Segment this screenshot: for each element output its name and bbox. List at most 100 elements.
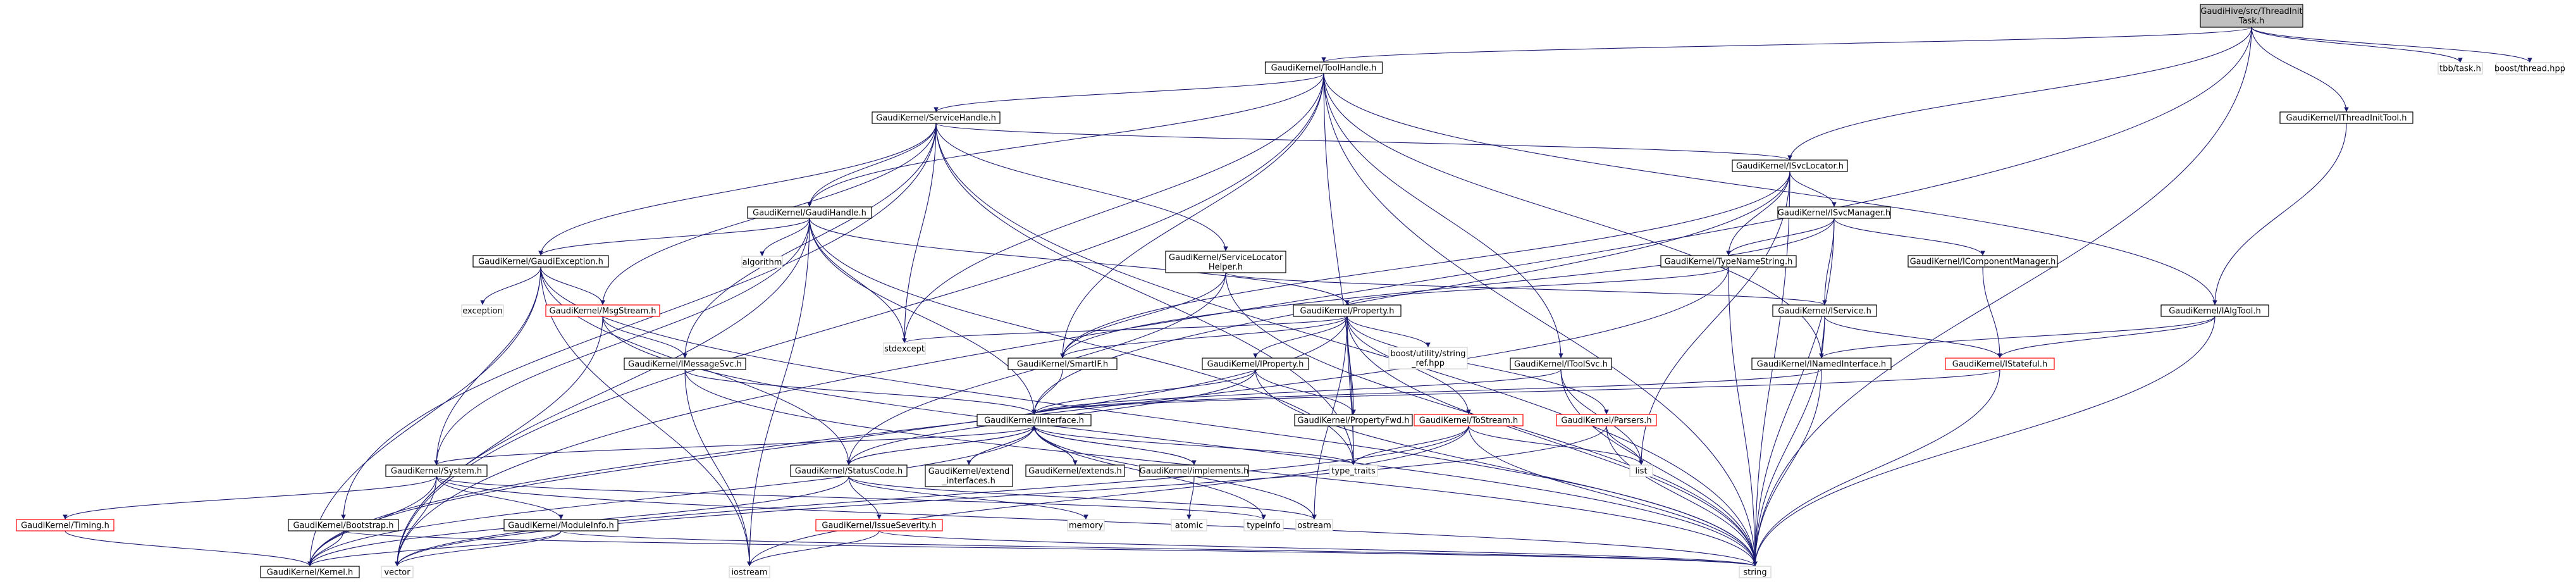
edge-ialgtool-to-string [1753,316,2215,567]
edge-iservice-to-istateful [1824,316,2002,359]
edge-parsers-to-list [1606,425,1644,466]
node-label-ialgtool: GaudiKernel/IAlgTool.h [2169,307,2261,316]
edge-tostream-to-vector [395,425,1469,567]
edge-inamedinterface-to-string [1753,369,1822,567]
edge-timing-to-kernel [65,530,312,567]
edge-isvcmanager-to-icomponentmanager [1833,218,1985,256]
node-inamedinterface[interactable]: GaudiKernel/INamedInterface.h [1751,357,1892,370]
node-label-extendinterfaces: _interfaces.h [942,476,995,486]
node-istateful[interactable]: GaudiKernel/IStateful.h [1945,357,2055,370]
edge-toolhandle-to-stdexcept [902,73,1324,344]
edge-iservice-to-string [1753,316,1825,567]
node-list: list [1629,464,1653,477]
node-property[interactable]: GaudiKernel/Property.h [1293,304,1402,317]
node-box-inamedinterface [1751,357,1892,370]
node-icomponentmanager[interactable]: GaudiKernel/IComponentManager.h [1907,255,2058,268]
edge-toolhandle-to-servicehandle [934,73,1324,113]
node-statuscode[interactable]: GaudiKernel/StatusCode.h [790,464,908,477]
node-extendinterfaces[interactable]: GaudiKernel/extend_interfaces.h [925,464,1013,487]
edge-implements-to-atomic [1186,476,1195,520]
node-toolhandle[interactable]: GaudiKernel/ToolHandle.h [1264,61,1383,74]
node-typeinfo: typeinfo [1243,519,1284,531]
node-box-bootstrap [288,519,399,531]
node-label-iostream: iostream [731,568,767,578]
node-box-vector [381,566,414,578]
node-label-list: list [1635,467,1647,476]
edge-issueseverity-to-iostream [747,530,880,567]
edge-istateful-to-string [1753,369,2000,567]
node-iservice[interactable]: GaudiKernel/IService.h [1772,304,1877,317]
node-box-system [385,464,488,477]
node-box-itypenamestring [1660,255,1797,268]
node-box-imessagesvc [624,357,746,370]
edge-tostream-to-string [1468,425,1758,567]
node-label-servicehandle: GaudiKernel/ServiceHandle.h [876,114,996,123]
node-label-itoolsvc: GaudiKernel/IToolSvc.h [1514,360,1608,370]
node-label-smartif: GaudiKernel/SmartIF.h [1017,360,1108,370]
node-gaudiexception[interactable]: GaudiKernel/GaudiException.h [472,255,609,268]
node-box-moduleinfo [503,519,619,531]
edge-root-to-vector [395,27,2252,567]
node-box-memory [1067,519,1105,531]
node-timing[interactable]: GaudiKernel/Timing.h [16,519,114,531]
node-propertyfwd[interactable]: GaudiKernel/PropertyFwd.h [1294,414,1413,426]
node-smartif[interactable]: GaudiKernel/SmartIF.h [1008,357,1118,370]
node-exception: exception [461,304,504,317]
node-label-tbbtask: tbb/task.h [2439,65,2481,74]
edge-root-to-toolhandle [1321,27,2252,63]
node-box-root [2200,4,2303,28]
node-implements[interactable]: GaudiKernel/implements.h [1139,464,1249,477]
node-label-extends: GaudiKernel/extends.h [1028,467,1122,476]
edge-ithreadinittool-to-ialgtool [2212,123,2347,306]
node-parsers[interactable]: GaudiKernel/Parsers.h [1556,414,1657,426]
node-iinterface[interactable]: GaudiKernel/IInterface.h [977,414,1092,426]
edge-gaudihandle-to-gaudiexception [538,218,810,256]
node-bootstrap[interactable]: GaudiKernel/Bootstrap.h [288,519,399,531]
node-box-atomic [1171,519,1207,531]
node-label-gaudiexception: GaudiKernel/GaudiException.h [478,258,603,267]
node-ialgtool[interactable]: GaudiKernel/IAlgTool.h [2160,304,2269,317]
edge-issueseverity-to-string [878,530,1758,567]
edge-toolhandle-to-string [1323,73,1758,567]
node-servicehandle[interactable]: GaudiKernel/ServiceHandle.h [872,111,1001,124]
node-extends[interactable]: GaudiKernel/extends.h [1025,464,1125,477]
node-iproperty[interactable]: GaudiKernel/IProperty.h [1202,357,1309,370]
node-itoolsvc[interactable]: GaudiKernel/IToolSvc.h [1510,357,1612,370]
node-tostream[interactable]: GaudiKernel/ToStream.h [1414,414,1524,426]
node-isvcmanager[interactable]: GaudiKernel/ISvcManager.h [1777,206,1891,219]
node-box-string [1739,566,1772,578]
node-box-propertyfwd [1294,414,1413,426]
node-moduleinfo[interactable]: GaudiKernel/ModuleInfo.h [503,519,619,531]
node-label-iproperty: GaudiKernel/IProperty.h [1207,360,1304,370]
edge-isvclocator-to-smartif [1060,171,1790,359]
edge-statuscode-to-issueseverity [848,476,882,520]
edge-bootstrap-to-string [343,530,1758,567]
node-ithreadinittool[interactable]: GaudiKernel/IThreadInitTool.h [2279,111,2413,124]
node-label-parsers: GaudiKernel/Parsers.h [1561,416,1651,426]
edge-servicehandle-to-typetraits [935,123,1356,466]
node-label-ithreadinittool: GaudiKernel/IThreadInitTool.h [2286,114,2407,123]
edge-root-to-tbbtask [2251,27,2463,63]
edge-property-to-parsers [1347,316,1609,415]
node-label-string: string [1743,568,1766,578]
node-isvclocator[interactable]: GaudiKernel/ISvcLocator.h [1732,159,1848,172]
node-label-icomponentmanager: GaudiKernel/IComponentManager.h [1910,258,2056,267]
edge-iinterface-to-kernel [307,425,1035,567]
node-itypenamestring[interactable]: GaudiKernel/TypeNameString.h [1660,255,1797,268]
node-label-istateful: GaudiKernel/IStateful.h [1952,360,2047,370]
node-issueseverity[interactable]: GaudiKernel/IssueSeverity.h [815,519,943,531]
edge-servicehandle-to-imessagesvc [682,123,937,359]
edge-iproperty-to-string [1255,369,1758,567]
node-msgstream[interactable]: GaudiKernel/MsgStream.h [545,304,660,317]
node-label-servicelocatorhelper: Helper.h [1209,263,1243,272]
edge-statuscode-to-iinterface [848,425,1037,466]
node-imessagesvc[interactable]: GaudiKernel/IMessageSvc.h [624,357,746,370]
node-kernel[interactable]: GaudiKernel/Kernel.h [260,566,360,578]
node-system[interactable]: GaudiKernel/System.h [385,464,488,477]
node-gaudihandle[interactable]: GaudiKernel/GaudiHandle.h [747,206,872,219]
node-box-statuscode [790,464,908,477]
edge-smartif-to-iinterface [1032,369,1063,415]
node-box-typetraits [1329,464,1378,477]
